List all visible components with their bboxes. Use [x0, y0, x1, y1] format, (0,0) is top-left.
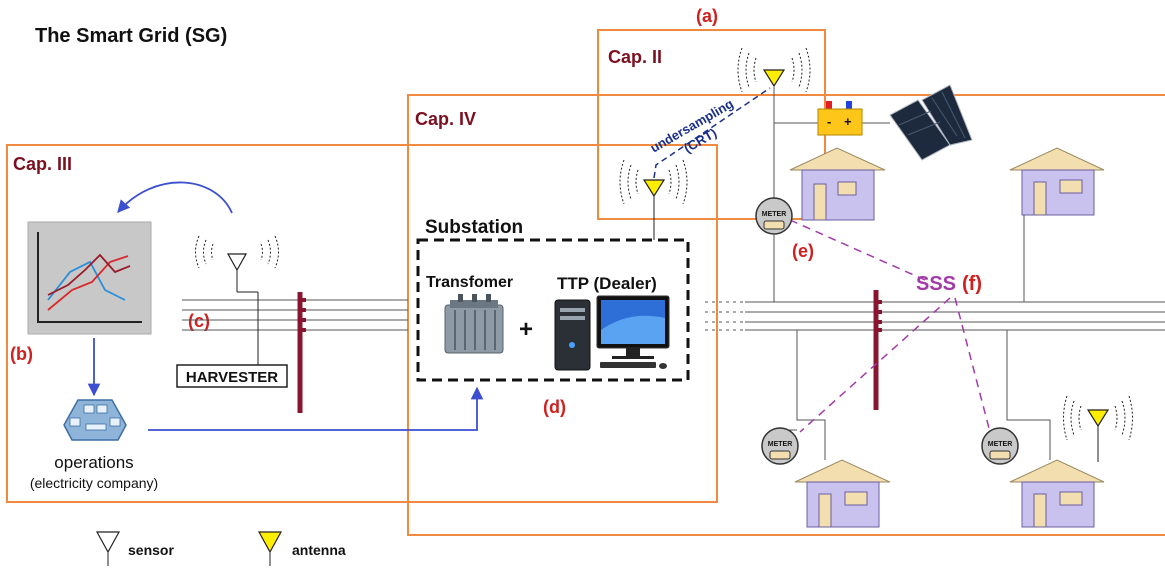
substation-antenna-icon	[619, 159, 688, 240]
substation-box	[416, 238, 690, 382]
ttp-label: TTP (Dealer)	[557, 274, 657, 293]
cap4-label: Cap. IV	[415, 109, 476, 129]
feeder-lines	[773, 86, 1051, 460]
house-bottom-left	[794, 459, 891, 528]
analysis-chart-icon	[27, 221, 152, 335]
antenna-legend-icon	[257, 531, 283, 554]
operations-label: operations	[54, 453, 133, 472]
diagram-title: The Smart Grid (SG)	[35, 25, 227, 47]
right-power-lines	[745, 301, 1165, 331]
legend-sensor: sensor	[95, 531, 174, 566]
meter-top-label: METER	[762, 211, 787, 218]
cap2-antenna-icon	[737, 47, 811, 93]
solar-panel-icon	[889, 84, 973, 161]
left-pole	[297, 292, 306, 413]
home-antenna-icon	[1063, 395, 1133, 462]
operations-sublabel: (electricity company)	[30, 475, 158, 491]
feedback-arrow	[117, 181, 233, 214]
meter-bottom-left: METER	[761, 427, 799, 465]
cap3-box	[6, 144, 718, 503]
meter-bottom-right: METER	[981, 427, 1019, 465]
marker-d: (d)	[543, 397, 566, 417]
house-top-left	[789, 147, 886, 221]
legend-antenna-label: antenna	[292, 542, 346, 558]
sss-links	[789, 219, 991, 433]
marker-a: (a)	[696, 6, 718, 26]
harvester-box	[176, 364, 288, 388]
marker-e: (e)	[792, 241, 814, 261]
meter-bottom-left-label: METER	[768, 441, 793, 448]
svg-text:+: +	[844, 114, 852, 129]
meter-top: METER	[755, 197, 793, 235]
marker-c: (c)	[188, 311, 210, 331]
battery-icon: - +	[817, 101, 863, 136]
meter-bottom-right-label: METER	[988, 441, 1013, 448]
harvester-sensor-icon	[195, 235, 279, 365]
svg-text:-: -	[827, 114, 831, 129]
cap4-box	[407, 94, 1165, 536]
ttp-computer-icon	[554, 295, 670, 371]
legend-antenna: antenna	[257, 531, 346, 566]
substation-title: Substation	[425, 217, 523, 238]
marker-b: (b)	[10, 344, 33, 364]
undersampling-link	[653, 87, 771, 179]
harvester-label: HARVESTER	[186, 369, 278, 386]
undersampling-text-group: undersampling (CRT)	[648, 96, 736, 156]
transformer-icon	[444, 294, 504, 354]
left-power-lines	[182, 299, 408, 331]
house-bottom-right	[1009, 459, 1105, 528]
sss-label: SSS	[916, 273, 956, 295]
house-top-right	[1009, 147, 1105, 216]
transformer-label: Transfomer	[426, 274, 513, 291]
sensor-legend-icon	[95, 531, 121, 554]
plus-sign: +	[519, 316, 533, 343]
grid-dotted-leads	[705, 301, 745, 331]
ops-to-substation-arrow	[148, 386, 484, 431]
cap3-label: Cap. III	[13, 154, 72, 174]
legend-sensor-label: sensor	[128, 542, 174, 558]
operations-console-icon	[63, 399, 127, 441]
marker-f: (f)	[962, 273, 982, 295]
cap2-label: Cap. II	[608, 47, 662, 67]
right-pole	[873, 290, 882, 410]
